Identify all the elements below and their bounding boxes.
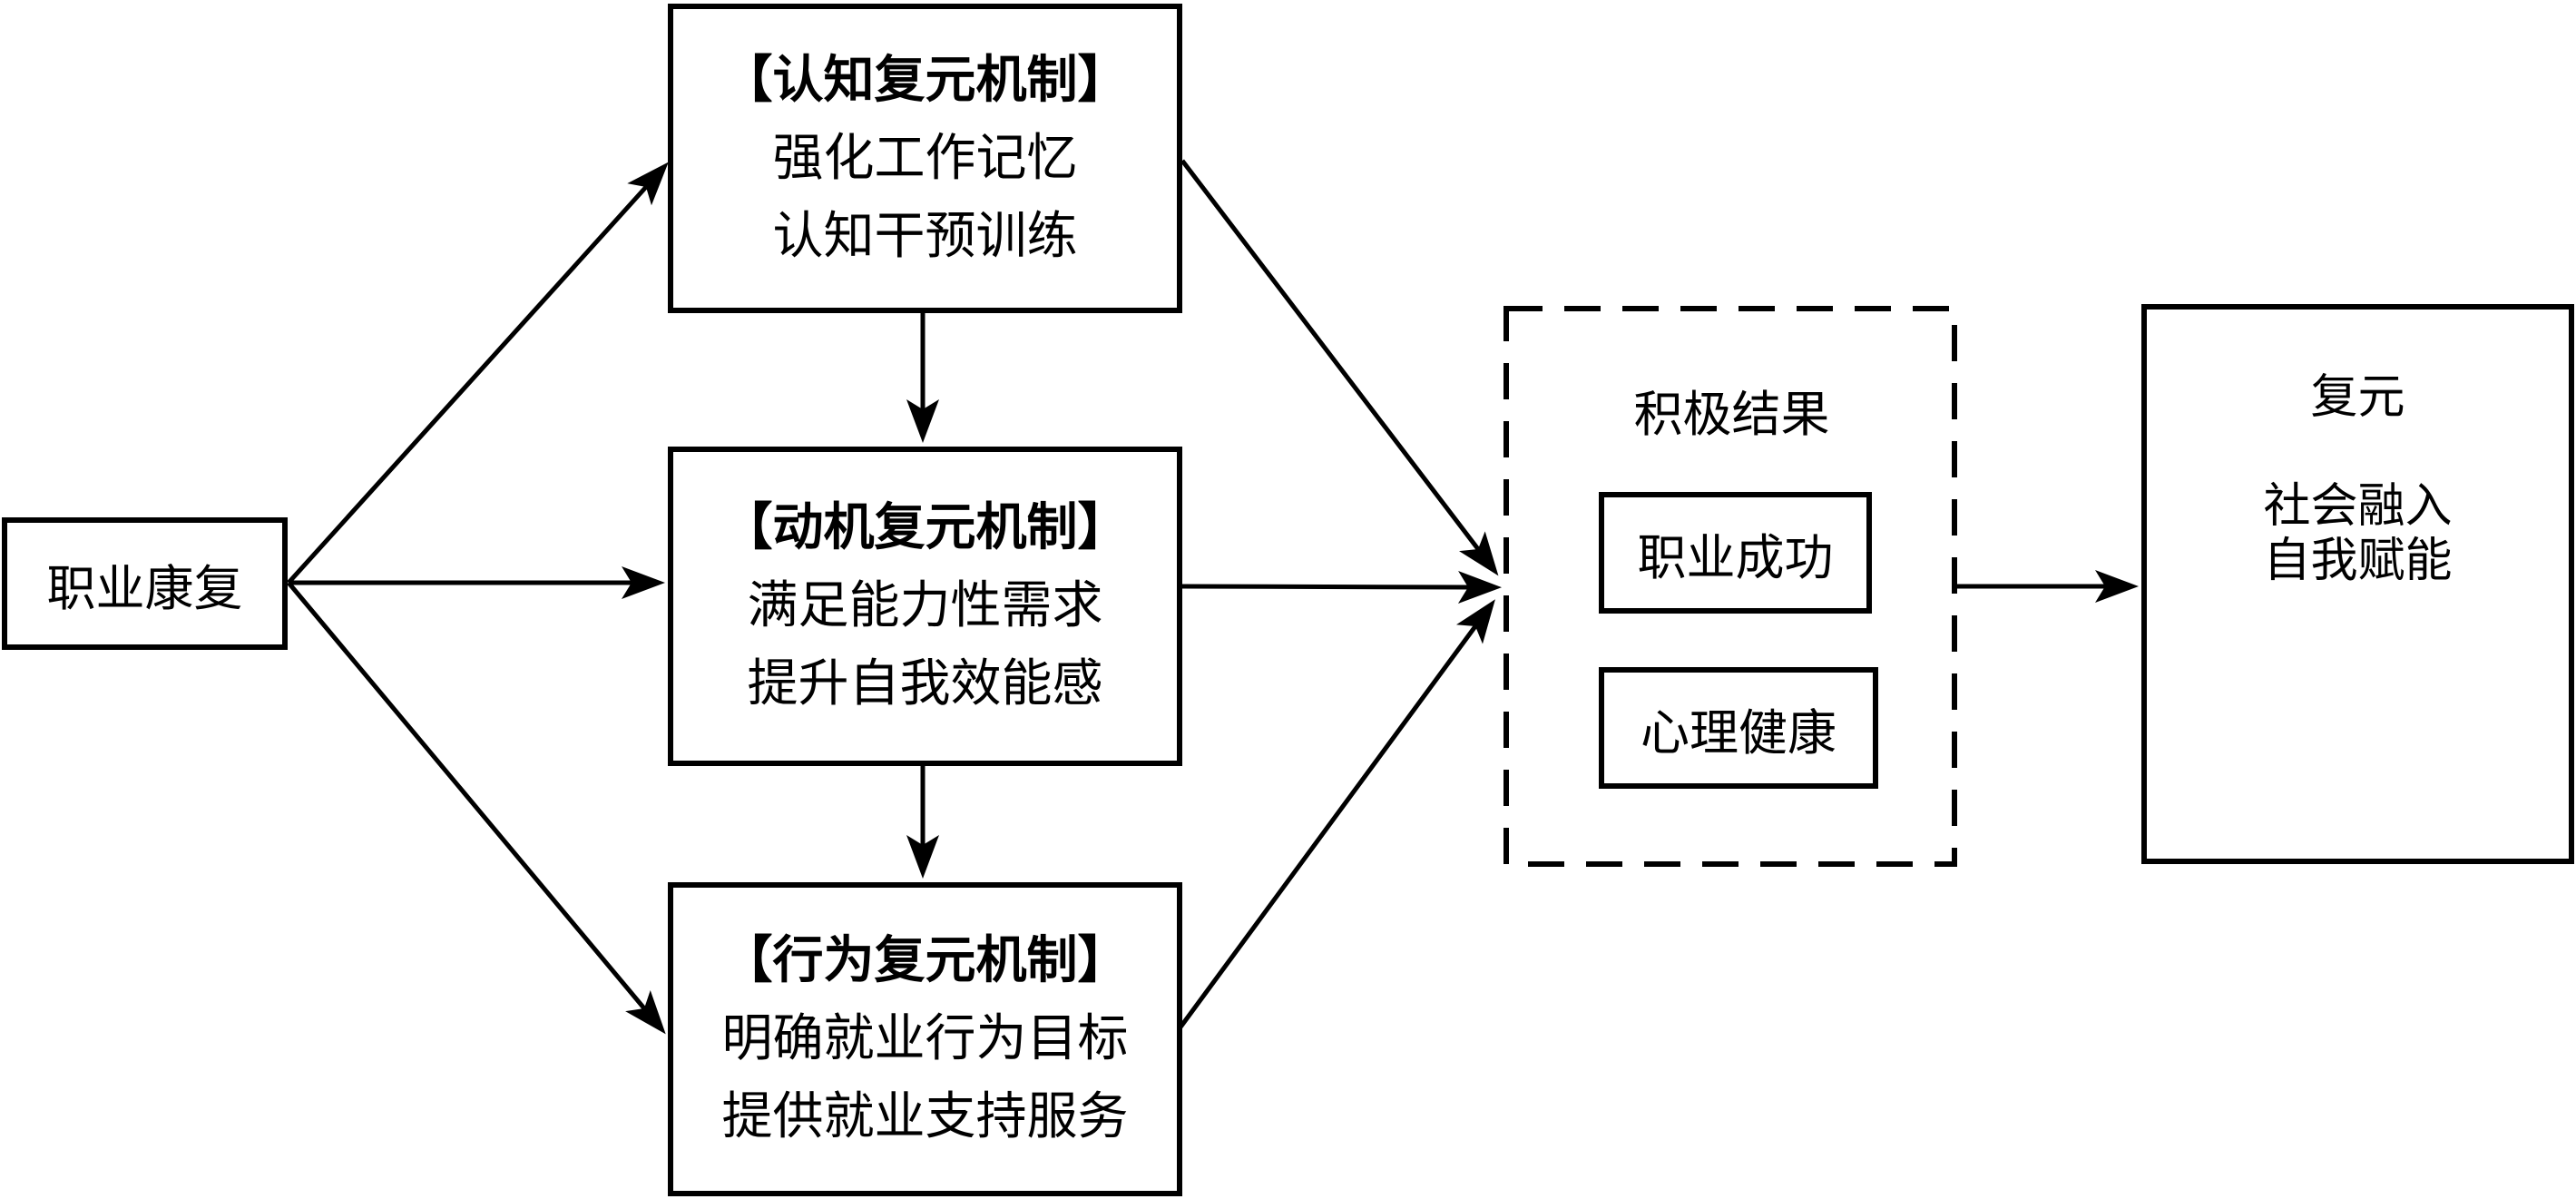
mechanism-motivation-title: 【动机复元机制】 <box>721 500 1129 556</box>
positive-outcomes-group: 积极结果 职业成功 心理健康 <box>1503 306 1960 870</box>
mechanism-motivation-line-1: 满足能力性需求 <box>747 578 1103 634</box>
outcome-career-success-label: 职业成功 <box>1637 530 1834 585</box>
outcome-box-career-success: 职业成功 <box>1599 492 1872 614</box>
mechanism-box-behavior: 【行为复元机制】 明确就业行为目标 提供就业支持服务 <box>668 882 1182 1196</box>
arrow-source-to-behavior <box>287 581 666 1035</box>
source-label: 职业康复 <box>46 561 243 616</box>
positive-outcomes-dashed-border <box>1503 306 1957 867</box>
arrow-cognitive-to-outcomes <box>1180 159 1499 576</box>
mechanism-behavior-line-1: 明确就业行为目标 <box>721 1011 1129 1067</box>
outcome-mental-health-label: 心理健康 <box>1641 705 1837 761</box>
mechanism-cognitive-line-1: 强化工作记忆 <box>772 130 1078 187</box>
mechanism-cognitive-line-2: 认知干预训练 <box>772 208 1078 265</box>
result-box: 复元 社会融入 自我赋能 <box>2141 304 2574 864</box>
mechanism-behavior-title: 【行为复元机制】 <box>721 933 1129 989</box>
mechanism-behavior-line-2: 提供就业支持服务 <box>721 1089 1129 1145</box>
arrow-behavior-to-outcomes <box>1177 599 1495 1030</box>
mechanism-box-motivation: 【动机复元机制】 满足能力性需求 提升自我效能感 <box>668 447 1182 766</box>
arrow-motivation-to-outcomes <box>1181 570 1502 604</box>
mechanism-box-cognitive: 【认知复元机制】 强化工作记忆 认知干预训练 <box>668 4 1182 313</box>
positive-outcomes-title: 积极结果 <box>1633 388 1830 442</box>
arrow-source-to-cognitive <box>287 162 669 585</box>
result-line-1: 社会融入 <box>2263 481 2453 533</box>
mechanism-cognitive-title: 【认知复元机制】 <box>721 52 1129 109</box>
source-box: 职业康复 <box>2 517 288 650</box>
result-line-2: 自我赋能 <box>2263 536 2453 587</box>
outcome-box-mental-health: 心理健康 <box>1599 667 1878 789</box>
mechanism-motivation-line-2: 提升自我效能感 <box>747 656 1103 713</box>
result-title: 复元 <box>2310 372 2405 424</box>
